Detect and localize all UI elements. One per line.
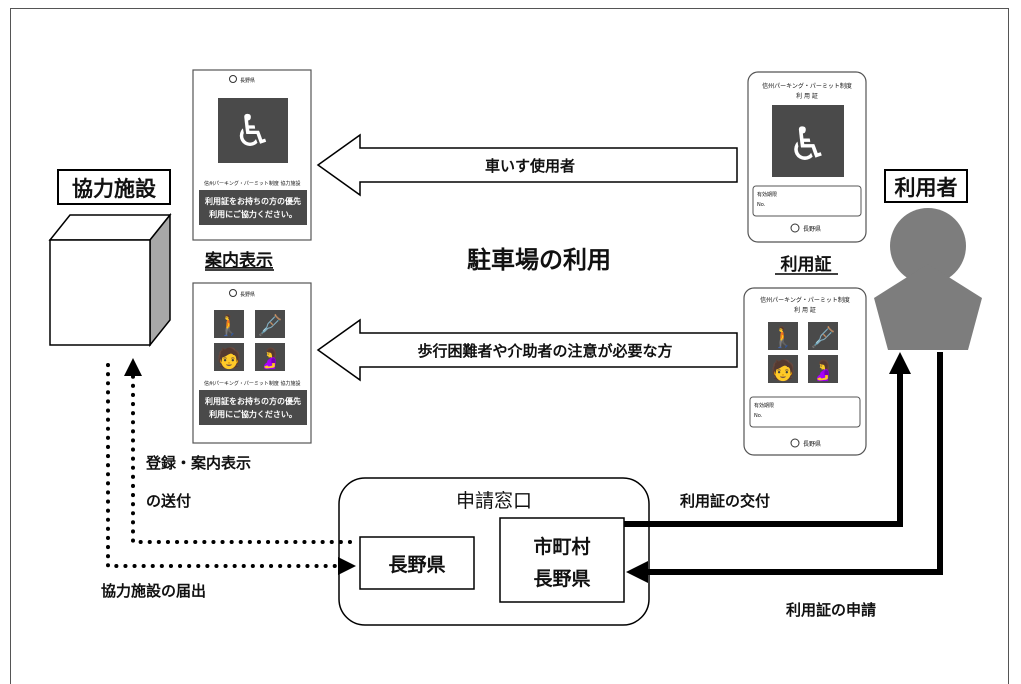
permit-crutch-icon (808, 322, 838, 350)
frame-border (10, 8, 1009, 684)
pregnant-icon (255, 343, 285, 371)
permit-wheelchair-icon (772, 105, 844, 177)
office-right-line1: 市町村 (533, 535, 590, 558)
arrow-top-label: 車いす使用者 (485, 157, 575, 175)
guide-sign-multi: 長野県 🚶 🩼 🧑 🤰 信州パーキング・パーミット制度 協力施設 利用証をお持ち… (192, 282, 312, 444)
permit-header-line2: 利 用 証 (796, 92, 818, 100)
facility-cube (48, 212, 172, 348)
user-figure-icon (874, 208, 982, 350)
svg-text:🤰: 🤰 (811, 358, 836, 382)
elderly-icon (214, 310, 244, 338)
permit-elderly-icon (768, 322, 798, 350)
svg-text:🚶: 🚶 (217, 313, 242, 337)
permit2-header-line1: 信州パーキング・パーミット制度 (760, 296, 850, 304)
svg-text:🩼: 🩼 (811, 325, 836, 349)
guide-label: 案内表示 (204, 250, 273, 271)
facility-label: 協力施設 (72, 177, 157, 201)
apply-arrow (626, 352, 943, 583)
guide2-notice-line2: 利用にご協力ください。 (208, 409, 297, 419)
office-left-label: 長野県 (388, 554, 445, 576)
svg-text:♿: ♿ (787, 117, 828, 171)
issue-label: 利用証の交付 (680, 492, 770, 510)
guide2-header-small: 信州パーキング・パーミット制度 協力施設 (204, 380, 300, 387)
arrow-bottom-label: 歩行困難者や介助者の注意が必要な方 (417, 342, 672, 360)
permit2-header-line2: 利 用 証 (794, 306, 816, 314)
guide-header-small: 信州パーキング・パーミット制度 協力施設 (204, 180, 300, 187)
svg-text:♿: ♿ (233, 106, 272, 157)
permit-label: 利用証 (781, 254, 832, 275)
permit2-validity: 有効期限 (754, 402, 774, 409)
permit-validity: 有効期限 (757, 191, 777, 198)
svg-text:🚶: 🚶 (771, 325, 796, 349)
apply-label: 利用証の申請 (786, 601, 876, 619)
guide2-notice-line1: 利用証をお持ちの方の優先 (204, 396, 301, 406)
facility-report-label: 協力施設の届出 (101, 582, 206, 600)
register-line1: 登録・案内表示 (145, 454, 251, 472)
permit-issuer: 長野県 (803, 225, 821, 233)
permit-parent-icon (768, 355, 798, 383)
permit-pregnant-icon (808, 355, 838, 383)
guide-notice-line1: 利用証をお持ちの方の優先 (204, 196, 301, 206)
crutch-icon (255, 310, 285, 338)
user-label-box (884, 169, 968, 203)
permit2-no: No. (754, 413, 763, 419)
office-right-line2: 長野県 (533, 568, 590, 590)
permit-card-wheelchair: 信州パーキング・パーミット制度 利 用 証 ♿ 有効期限 No. 長野県 (747, 71, 867, 243)
issue-arrow (624, 352, 911, 527)
diagram-title: 駐車場の利用 (467, 246, 611, 274)
permit-card-multi: 信州パーキング・パーミット制度 利 用 証 🚶 🩼 🧑 🤰 有効期限 No. 長… (743, 287, 867, 456)
dotted-connectors (106, 358, 356, 575)
svg-text:🩼: 🩼 (258, 313, 283, 337)
office-left-box (359, 536, 475, 590)
arrow-bottom (316, 318, 738, 382)
permit-header-line1: 信州パーキング・パーミット制度 (762, 82, 852, 90)
permit-no: No. (757, 202, 766, 208)
svg-text:🤰: 🤰 (258, 346, 283, 370)
facility-label-box (57, 169, 171, 205)
register-line2: の送付 (146, 492, 191, 510)
parent-child-icon (214, 343, 244, 371)
permit2-issuer: 長野県 (803, 440, 821, 448)
guide2-logo-text: 長野県 (240, 291, 255, 298)
arrow-top (316, 133, 738, 197)
application-window-label: 申請窓口 (456, 490, 532, 512)
office-right-box (499, 517, 625, 603)
user-label: 利用者 (895, 176, 958, 200)
wheelchair-icon (218, 98, 288, 163)
svg-text:🧑: 🧑 (217, 346, 242, 370)
guide-logo-text: 長野県 (240, 77, 255, 84)
svg-text:🧑: 🧑 (771, 358, 796, 382)
guide-notice-line2: 利用にご協力ください。 (208, 209, 297, 219)
guide-sign-wheelchair: 長野県 ♿ 信州パーキング・パーミット制度 協力施設 利用証をお持ちの方の優先 … (192, 69, 312, 241)
